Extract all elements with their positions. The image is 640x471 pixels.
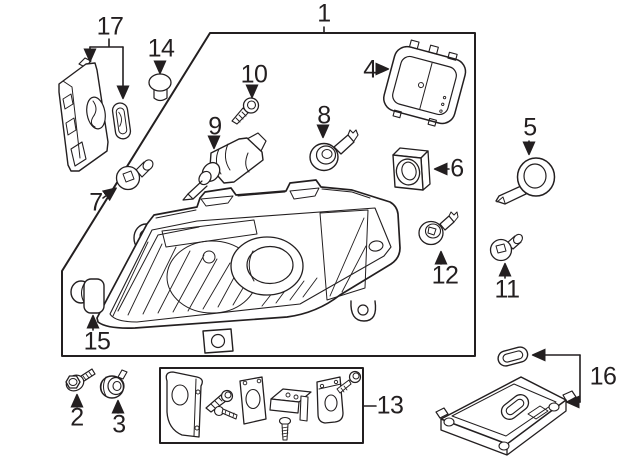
callout-5: 5: [523, 113, 537, 142]
callout-15: 15: [83, 327, 111, 356]
part-4-retainer-frame: [383, 39, 467, 127]
part-12-bulb-socket: [418, 211, 459, 246]
callout-3: 3: [112, 410, 126, 439]
callout-16: 16: [589, 362, 617, 391]
callout-11: 11: [494, 275, 520, 304]
callout-7: 7: [89, 188, 103, 217]
part-10-screw: [231, 97, 260, 125]
callout-14: 14: [147, 34, 175, 63]
part-6-igniter: [392, 147, 431, 191]
part-14-cap: [148, 73, 172, 102]
part-16-ballast-module: [435, 346, 577, 456]
part-7-bulb: [115, 159, 154, 191]
part-8-bulb-socket: [309, 129, 359, 172]
callout-13: 13: [376, 391, 404, 420]
callout-8: 8: [317, 101, 331, 130]
part-13-hardware-kit: [165, 370, 362, 441]
callout-arrows: [77, 38, 581, 414]
part-17-control-module: [58, 57, 132, 172]
part-3-grommet-nut: [99, 369, 128, 399]
callout-2: 2: [70, 403, 84, 432]
part-15-elbow-cap: [70, 278, 105, 314]
callout-10: 10: [240, 60, 268, 89]
callout-12: 12: [431, 261, 459, 290]
callout-17: 17: [96, 12, 124, 41]
callout-9: 9: [208, 112, 222, 141]
assembly-boundary-box: [61, 26, 476, 357]
part-5-screw: [495, 157, 556, 205]
hardware-kit-box: [159, 367, 377, 444]
callout-6: 6: [450, 154, 464, 183]
callout-1: 1: [317, 0, 331, 28]
part-2-bolt: [65, 368, 96, 392]
part-11-bulb: [489, 233, 523, 262]
callout-4: 4: [363, 55, 377, 84]
headlamp-assembly-drawing: [96, 179, 401, 354]
part-9-leveling-motor: [182, 132, 267, 201]
